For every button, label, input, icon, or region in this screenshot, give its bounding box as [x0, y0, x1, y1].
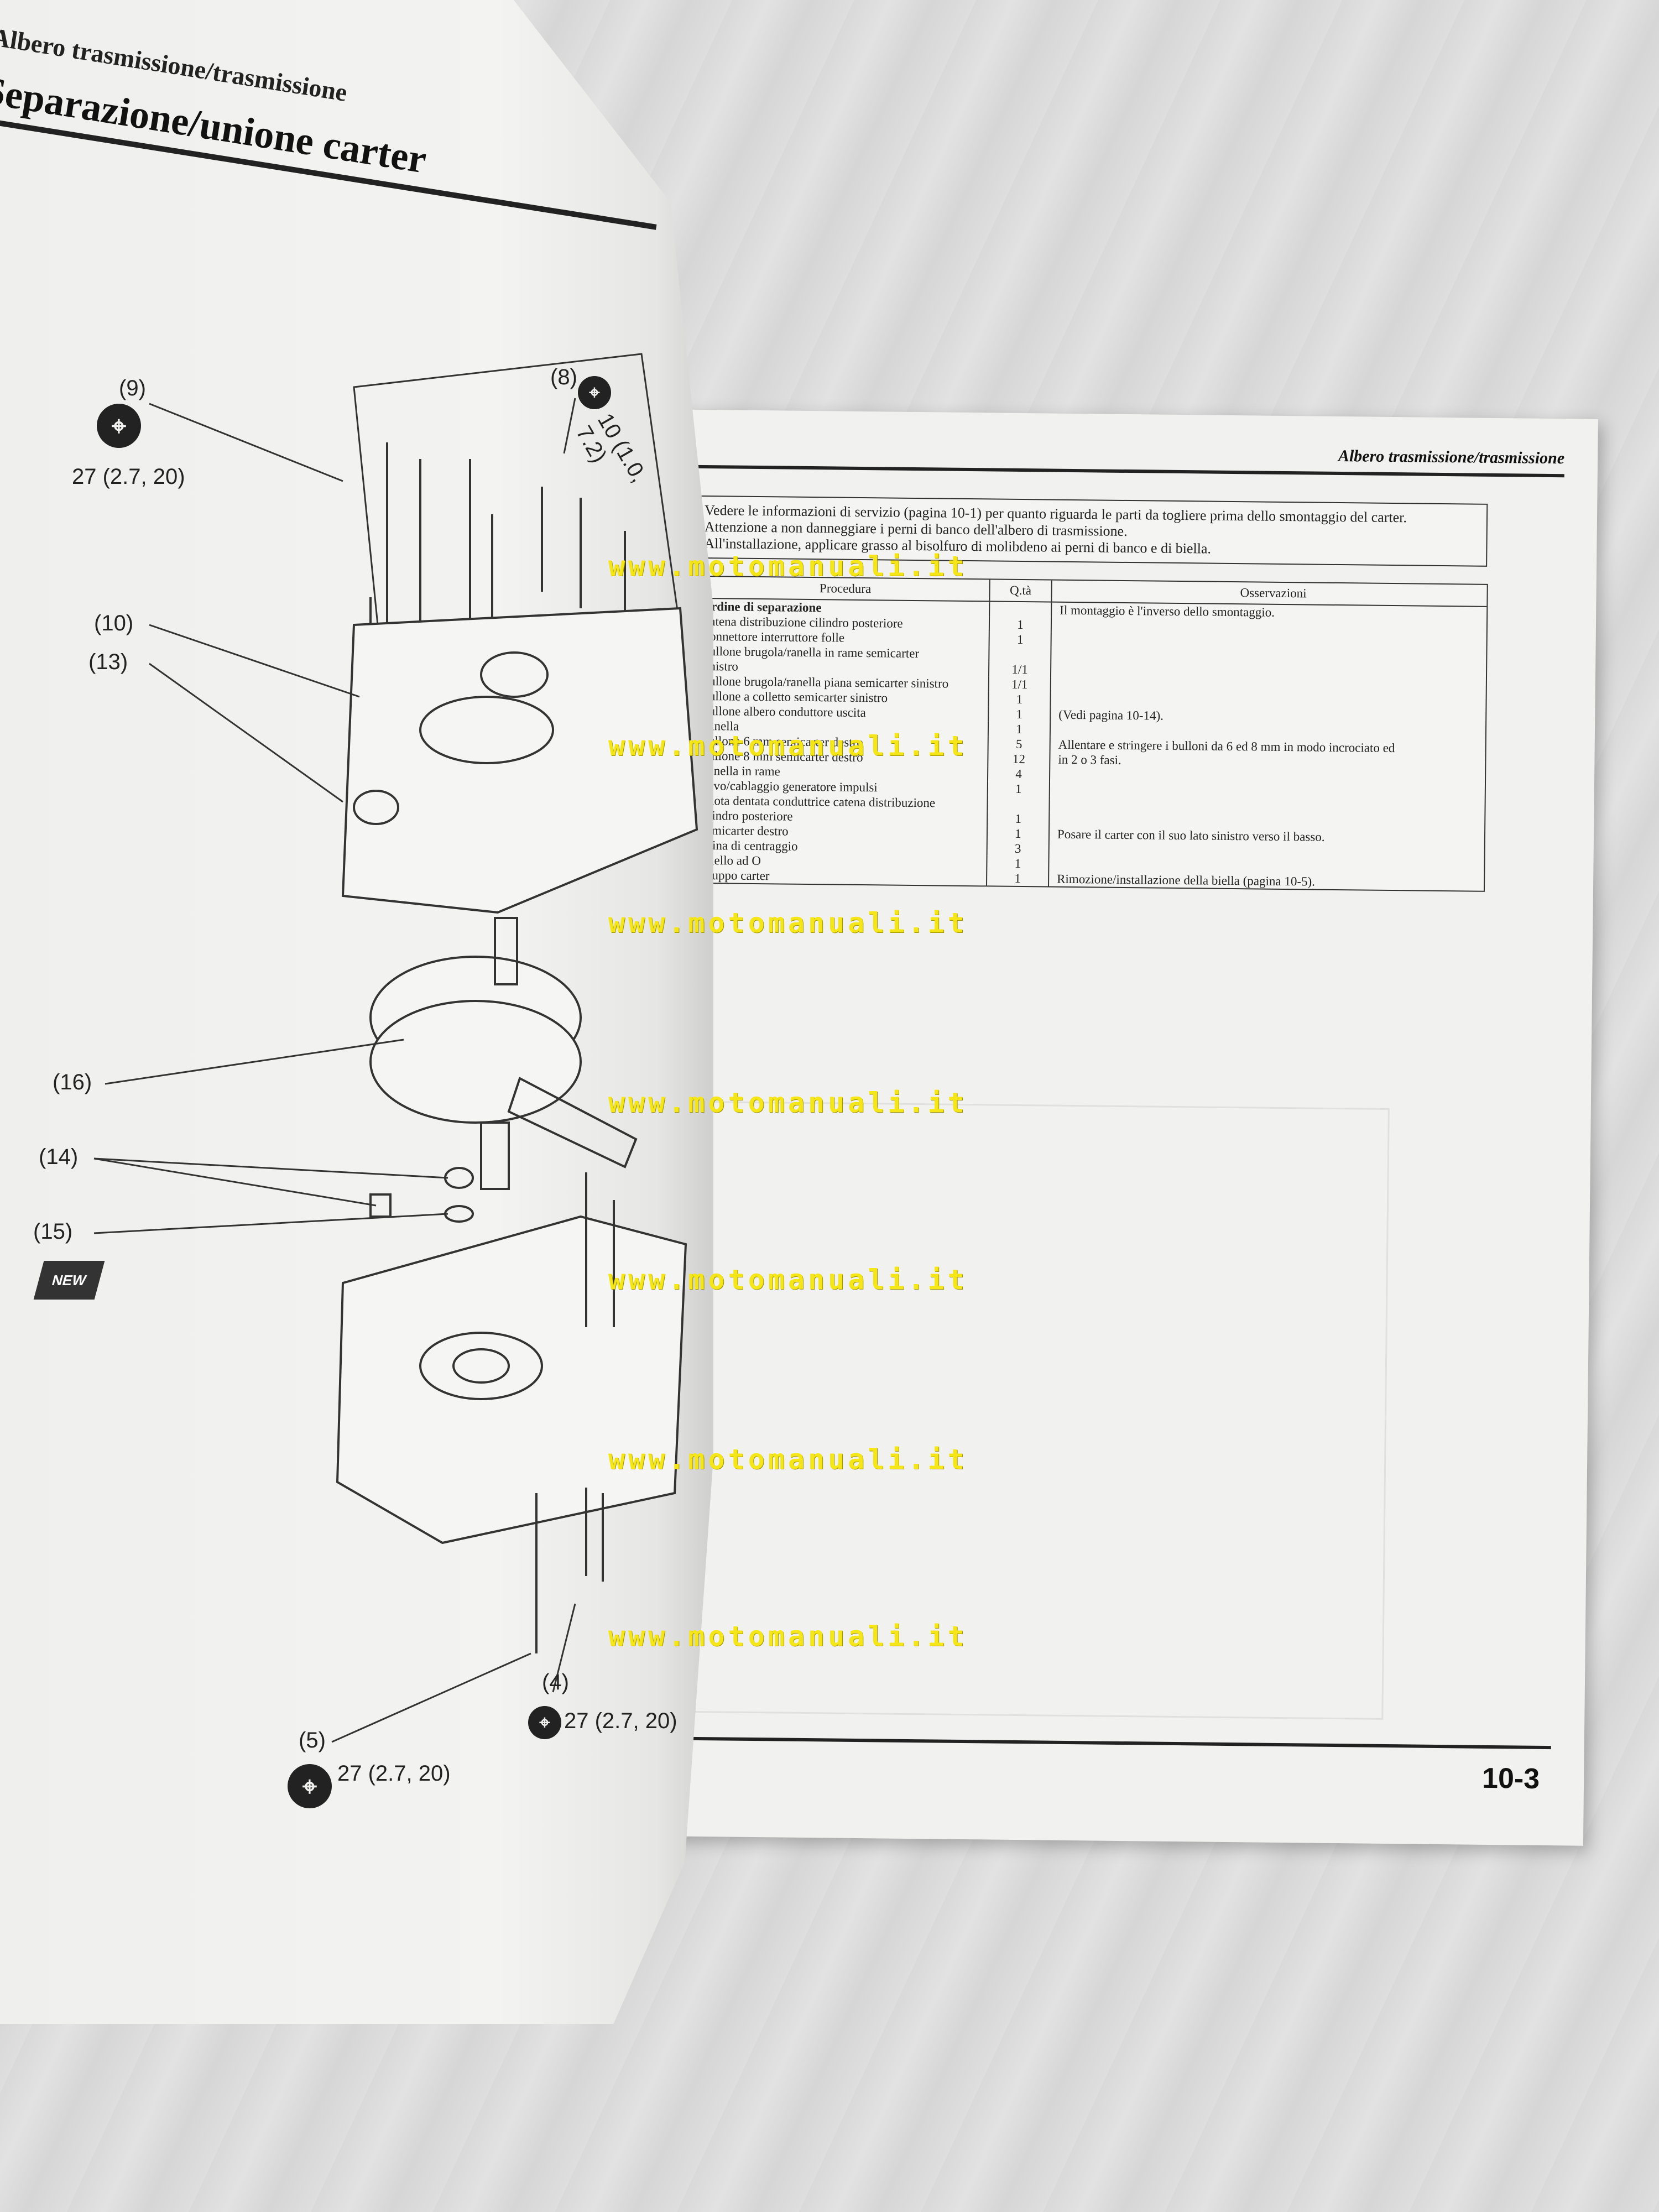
header-remarks: Osservazioni	[1240, 586, 1307, 601]
callout-10: (10)	[94, 611, 134, 635]
torque-wrench-icon: ⌖	[288, 1764, 332, 1808]
cell-qty: 12	[988, 751, 1051, 767]
footer-rule	[644, 1736, 1551, 1750]
callout-8: (8)	[550, 365, 577, 389]
torque-5: 27 (2.7, 20)	[337, 1761, 451, 1786]
cell-qty	[988, 796, 1050, 812]
callout-9: (9)	[119, 376, 146, 400]
torque-wrench-icon: ⌖	[97, 404, 141, 448]
cell-qty: 1	[989, 691, 1051, 707]
callout-13: (13)	[88, 650, 128, 674]
bolt-set	[369, 442, 626, 730]
cell-qty: 4	[988, 766, 1051, 782]
cell-qty: 1	[987, 855, 1050, 872]
callout-14: (14)	[39, 1145, 79, 1169]
page-number: 10-3	[1481, 1762, 1540, 1795]
new-part-badge: NEW	[33, 1261, 105, 1300]
watermark-text: www.motomanuali.it	[608, 550, 968, 582]
cell-qty: 1	[988, 811, 1050, 827]
left-page: Albero trasmissione/trasmissione Separaz…	[0, 0, 713, 2024]
cell-qty: 1	[987, 870, 1050, 886]
watermark-text: www.motomanuali.it	[608, 730, 968, 762]
header-qty: Q.tà	[990, 580, 1052, 602]
cell-qty: 1	[989, 632, 1052, 648]
cell-qty: 1	[987, 826, 1050, 842]
torque-9: 27 (2.7, 20)	[72, 465, 185, 489]
cell-qty: 1	[988, 721, 1051, 737]
cell-qty: 1/1	[989, 676, 1051, 692]
watermark-text: www.motomanuali.it	[608, 1087, 968, 1119]
running-header: Albero trasmissione/trasmissione	[1338, 446, 1565, 468]
cell-qty: 1/1	[989, 661, 1052, 677]
cell-qty	[989, 646, 1052, 662]
torque-4: 27 (2.7, 20)	[564, 1709, 677, 1733]
cell-qty	[990, 602, 1052, 618]
torque-wrench-icon: ⌖	[528, 1706, 561, 1739]
callout-5: (5)	[299, 1728, 326, 1752]
callout-16: (16)	[53, 1070, 92, 1094]
cell-qty: 3	[987, 841, 1050, 857]
torque-wrench-icon: ⌖	[578, 376, 611, 409]
watermark-text: www.motomanuali.it	[608, 1264, 968, 1296]
exploded-crankcase-drawing	[93, 353, 698, 1743]
watermark-text: www.motomanuali.it	[608, 907, 968, 939]
cell-qty: 5	[988, 736, 1051, 752]
cell-qty: 1	[989, 706, 1051, 722]
callout-15: (15)	[33, 1219, 73, 1244]
watermark-text: www.motomanuali.it	[608, 1443, 968, 1475]
callout-4: (4)	[542, 1670, 569, 1694]
header-rule	[690, 465, 1564, 478]
watermark-text: www.motomanuali.it	[608, 1620, 968, 1652]
cell-qty: 1	[989, 617, 1052, 633]
cell-qty: 1	[988, 781, 1050, 797]
cell-procedure: Gruppo carter	[693, 867, 988, 886]
